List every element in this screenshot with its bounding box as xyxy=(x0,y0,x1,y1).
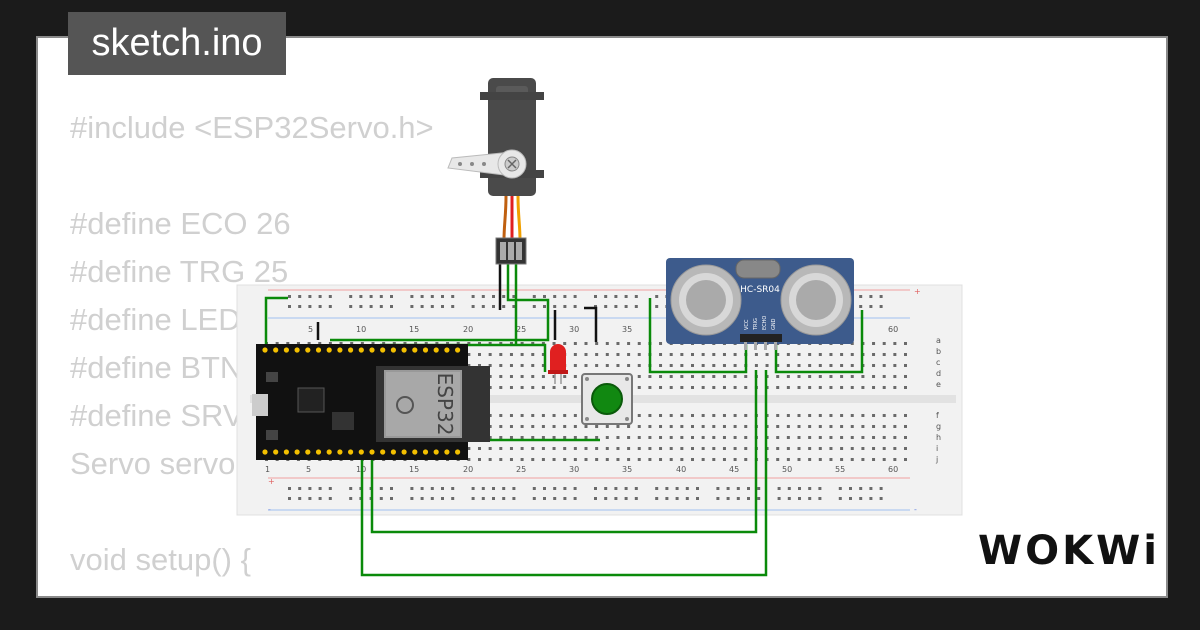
column-number: 10 xyxy=(356,325,366,334)
esp32-chip-label: ESP32 xyxy=(433,373,457,436)
column-number: 60 xyxy=(888,465,898,474)
servo-motor[interactable] xyxy=(447,78,544,265)
rail-minus-label: - xyxy=(268,505,271,514)
column-number: 60 xyxy=(888,325,898,334)
column-number: 40 xyxy=(676,465,686,474)
column-number: 20 xyxy=(463,325,473,334)
rail-minus-label: - xyxy=(914,505,917,514)
column-number: 5 xyxy=(306,465,311,474)
column-number: 25 xyxy=(516,325,526,334)
push-button[interactable] xyxy=(581,373,633,425)
column-number: 55 xyxy=(835,465,845,474)
code-line: Servo servo xyxy=(70,446,236,481)
esp32-board[interactable]: ESP32 xyxy=(252,344,490,460)
code-line: #define LED xyxy=(70,302,241,337)
wire xyxy=(648,298,748,374)
sensor-pin-label: GND xyxy=(771,318,777,330)
wire xyxy=(774,310,864,374)
row-letter: h xyxy=(936,433,941,442)
column-number: 1 xyxy=(265,465,270,474)
row-letter: d xyxy=(936,369,941,378)
wire xyxy=(330,262,550,342)
column-number: 20 xyxy=(463,465,473,474)
code-line: void setup() { xyxy=(70,542,251,577)
row-letter: a xyxy=(936,336,941,345)
wokwi-logo: WOKWi xyxy=(978,528,1160,574)
ultrasonic-sensor[interactable]: HC-SR04 VCC TRIG ECHO GND xyxy=(666,258,854,350)
rail-plus-label: + xyxy=(268,477,275,486)
column-number: 50 xyxy=(782,465,792,474)
code-line: #include <ESP32Servo.h> xyxy=(70,110,434,145)
row-letter: i xyxy=(936,444,938,453)
code-line: #define SRV xyxy=(70,398,244,433)
column-number: 45 xyxy=(729,465,739,474)
row-letter: g xyxy=(936,422,941,431)
row-letter: b xyxy=(936,347,941,356)
sensor-pin-label: TRIG xyxy=(753,318,759,331)
reset-button[interactable] xyxy=(266,430,278,440)
row-letter: c xyxy=(936,358,940,367)
column-number: 35 xyxy=(622,325,632,334)
boot-button[interactable] xyxy=(266,372,278,382)
wire xyxy=(584,306,598,342)
sensor-model-label: HC-SR04 xyxy=(740,285,780,295)
sensor-pin-label: VCC xyxy=(744,319,750,330)
code-line: #define ECO 26 xyxy=(70,206,291,241)
row-letter: j xyxy=(935,455,938,464)
column-number: 5 xyxy=(308,325,313,334)
code-line: #define TRG 25 xyxy=(70,254,289,289)
code-editor: #include <ESP32Servo.h> #define ECO 26 #de… xyxy=(70,104,434,584)
column-number: 30 xyxy=(569,465,579,474)
sensor-pin-label: ECHO xyxy=(762,316,768,330)
row-letter: f xyxy=(936,411,939,420)
file-tab[interactable]: sketch.ino xyxy=(68,12,286,75)
column-number: 30 xyxy=(569,325,579,334)
column-number: 15 xyxy=(409,325,419,334)
red-led[interactable] xyxy=(548,344,568,384)
code-line: #define BTN xyxy=(70,350,243,385)
column-number: 15 xyxy=(409,465,419,474)
row-letter: e xyxy=(936,380,941,389)
column-number: 25 xyxy=(516,465,526,474)
column-number: 35 xyxy=(622,465,632,474)
rail-plus-label: + xyxy=(914,287,921,296)
